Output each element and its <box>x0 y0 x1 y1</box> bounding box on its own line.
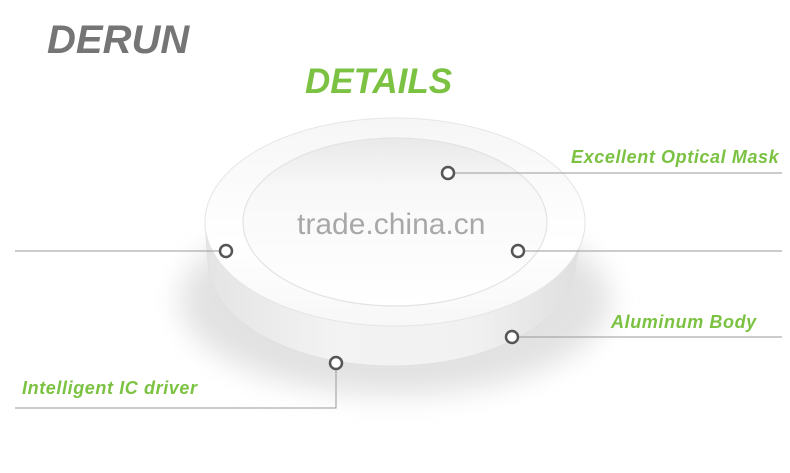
lamp-optical-mask <box>242 137 548 307</box>
callout-marker-aluminum-body <box>504 329 520 345</box>
callout-markers <box>218 165 526 371</box>
callout-line-ic-driver <box>15 370 337 409</box>
callout-lines <box>15 172 782 409</box>
page-title: DETAILS <box>305 62 453 101</box>
watermark: trade.china.cn <box>297 208 486 241</box>
callout-label-optical-mask: Excellent Optical Mask <box>571 147 780 167</box>
callout-marker-ic-driver <box>328 355 344 371</box>
brand-logo-text: DERUN <box>47 18 190 62</box>
callout-label-aluminum-body: Aluminum Body <box>611 312 757 332</box>
callout-marker-left <box>218 243 234 259</box>
callout-marker-optical-mask <box>440 165 456 181</box>
callout-marker-right <box>510 243 526 259</box>
callout-label-ic-driver: Intelligent IC driver <box>22 378 198 398</box>
